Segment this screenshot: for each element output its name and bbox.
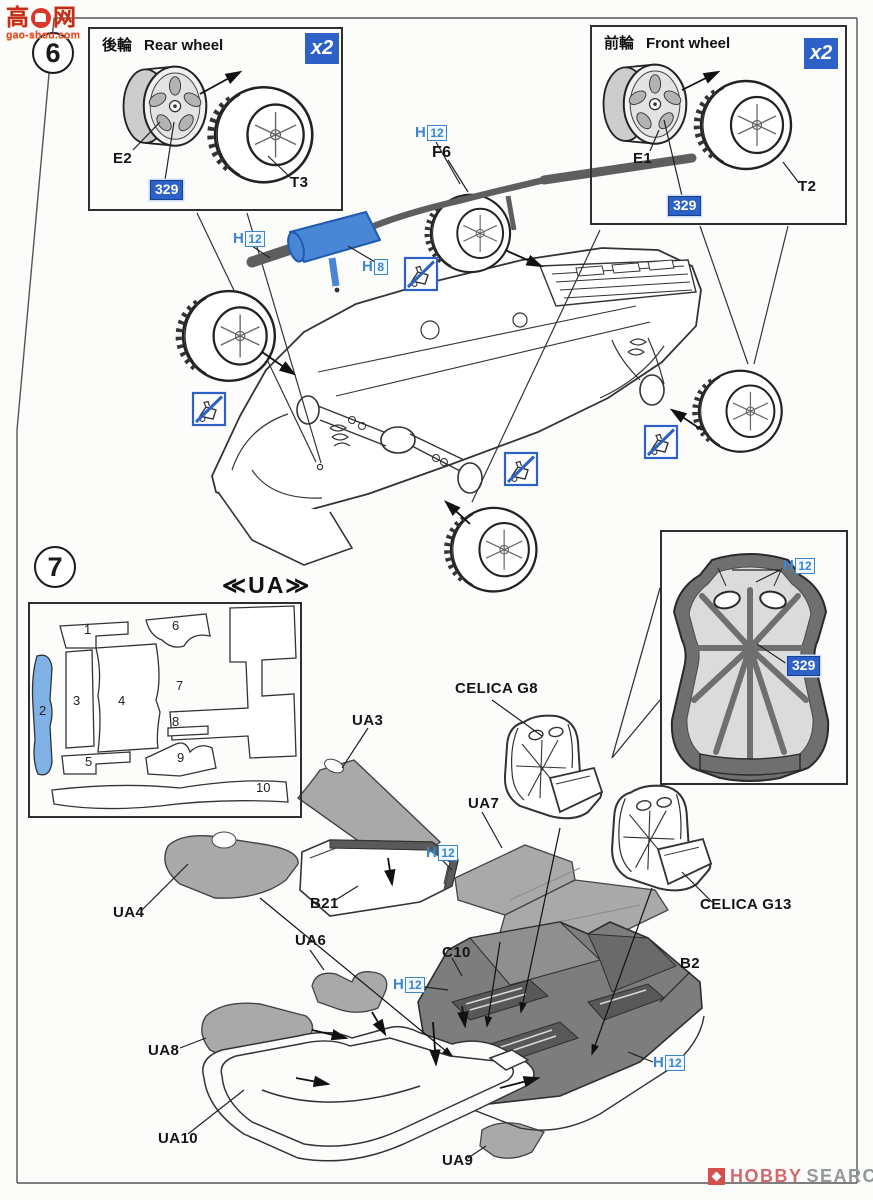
part-label-ua9: UA9 (442, 1152, 474, 1169)
part-label-e1: E1 (633, 150, 653, 167)
part-label-celica-g13: CELICA G13 (700, 896, 792, 913)
tub-drawing (202, 1025, 535, 1162)
rear-wheel-title-jp: 後輪 (102, 37, 133, 54)
step-7-marker: 7 (34, 546, 76, 588)
step-6-number: 6 (45, 37, 61, 68)
polycap-badge-rear: 329 (150, 180, 184, 200)
part-label-t2: T2 (798, 178, 817, 195)
template-number-1: 1 (84, 622, 92, 637)
front-wheel-box (590, 25, 847, 225)
exhaust-drawing (246, 153, 697, 293)
callout-prefix: H (393, 976, 404, 993)
seat-detail-drawing (611, 553, 830, 782)
part-label-ua4: UA4 (113, 904, 145, 921)
callout-prefix: H (426, 844, 437, 861)
part-label-f6: F6 (432, 144, 452, 161)
part-label-c10: C10 (442, 944, 471, 961)
callout-prefix: H (783, 557, 794, 574)
step-6-marker: 6 (32, 32, 74, 74)
callout-number: 8 (373, 258, 388, 275)
template-number-4: 4 (118, 693, 126, 708)
template-number-9: 9 (177, 750, 185, 765)
template-number-5: 5 (85, 754, 93, 769)
seat-detail-box (660, 530, 848, 785)
hobbysearch-brand-primary: HOBBY (730, 1166, 803, 1186)
polycap-badge-seat: 329 (787, 656, 821, 676)
rear-wheel-multiplier-badge: x2 (305, 33, 340, 64)
hobbysearch-brand-secondary: SEARCH (806, 1166, 873, 1186)
part-label-ua3: UA3 (352, 712, 384, 729)
callout-prefix: H (362, 258, 373, 275)
ua-template-drawing (31, 605, 297, 810)
part-label-ua6: UA6 (295, 932, 327, 949)
rear-wheel-box-title: 後輪 Rear wheel (102, 34, 223, 55)
part-label-ua10: UA10 (158, 1130, 198, 1147)
template-number-2: 2 (39, 703, 47, 718)
callout-number: 12 (794, 557, 816, 574)
chassis-drawing (211, 247, 702, 566)
callout-number: 12 (404, 976, 426, 993)
polycap-badge-front: 329 (668, 196, 702, 216)
watermark-char-left: 高 (6, 4, 29, 30)
front-wheel-title-jp: 前輪 (604, 35, 635, 52)
rear-wheel-title-en: Rear wheel (144, 37, 224, 54)
callout-number: 12 (437, 844, 459, 861)
callout-prefix: H (415, 124, 426, 141)
part-label-t3: T3 (290, 174, 309, 191)
part-label-b2: B2 (680, 955, 700, 972)
thumb-icon (31, 7, 51, 28)
part-label-e2: E2 (113, 150, 133, 167)
step-7-number: 7 (47, 551, 63, 582)
callout-prefix: H (653, 1054, 664, 1071)
page-border (16, 17, 858, 1184)
hobbysearch-logo-icon (708, 1168, 725, 1185)
callout-number: 12 (664, 1054, 686, 1071)
template-title: ≪UA≫ (222, 572, 312, 598)
template-number-7: 7 (176, 678, 184, 693)
part-label-ua8: UA8 (148, 1042, 180, 1059)
front-wheel-multiplier-badge: x2 (804, 38, 839, 69)
front-wheel-title-en: Front wheel (646, 35, 731, 52)
assembly-arrows (199, 70, 721, 1089)
part-label-b21: B21 (310, 895, 339, 912)
watermark-domain: gao-shou.com (6, 29, 81, 41)
ua-template-box (28, 602, 302, 818)
rear-wheel-box (88, 27, 343, 211)
template-number-3: 3 (73, 693, 81, 708)
site-watermark: 高 网 gao-shou.com (6, 4, 81, 42)
template-number-8: 8 (172, 714, 180, 729)
leader-lines (132, 119, 800, 1159)
watermark-char-right: 网 (53, 4, 76, 30)
callout-number: 12 (244, 230, 266, 247)
hobbysearch-watermark: HOBBY SEARCH (708, 1166, 873, 1187)
template-number-6: 6 (172, 618, 180, 633)
part-label-celica-g8: CELICA G8 (455, 680, 539, 697)
front-wheel-box-title: 前輪 Front wheel (604, 32, 730, 53)
callout-number: 12 (426, 124, 448, 141)
part-label-ua7: UA7 (468, 795, 500, 812)
callout-prefix: H (233, 230, 244, 247)
template-number-10: 10 (256, 780, 271, 795)
